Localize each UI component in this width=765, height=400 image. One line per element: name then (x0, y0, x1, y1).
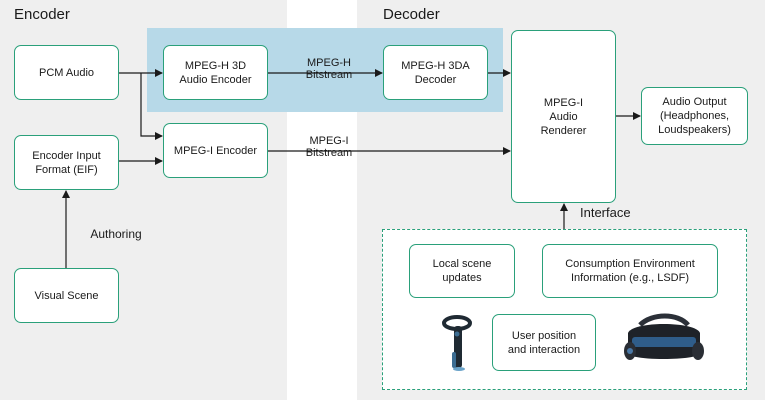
mpegi-encoder-block: MPEG-I Encoder (163, 123, 268, 178)
audio-output-block: Audio Output (Headphones, Loudspeakers) (641, 87, 748, 145)
user-position-block: User position and interaction (492, 314, 596, 371)
visual-scene-block: Visual Scene (14, 268, 119, 323)
local-scene-updates-block: Local scene updates (409, 244, 515, 298)
encoder-header: Encoder (14, 6, 70, 23)
interface-label: Interface (580, 205, 631, 220)
pcm-to-mpegi-encoder-arrow (140, 73, 163, 140)
decoder-header: Decoder (383, 6, 440, 23)
pcm-audio-block: PCM Audio (14, 45, 119, 100)
mpegi-bitstream-label: MPEG-I Bitstream (305, 135, 353, 159)
eif-block: Encoder Input Format (EIF) (14, 135, 119, 190)
authoring-label: Authoring (90, 227, 142, 241)
vr-headset-icon (624, 313, 704, 360)
consumption-environment-block: Consumption Environment Information (e.g… (542, 244, 718, 298)
mpegh-decoder-block: MPEG-H 3DA Decoder (383, 45, 488, 100)
mpegh-bitstream-label: MPEG-H Bitstream (305, 57, 353, 81)
vr-controller-icon (442, 315, 472, 371)
mpegh-encoder-block: MPEG-H 3D Audio Encoder (163, 45, 268, 100)
mpegi-renderer-block: MPEG-I Audio Renderer (511, 30, 616, 203)
